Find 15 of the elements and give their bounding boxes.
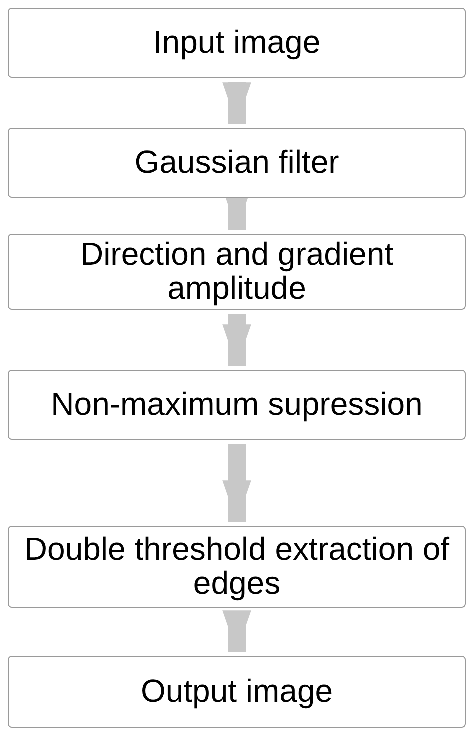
step-label: Direction and gradient amplitude: [79, 238, 395, 306]
process-box: [8, 234, 466, 310]
process-box: [8, 526, 466, 608]
step-label: Input image: [152, 26, 322, 60]
process-box: [8, 8, 466, 78]
step-label: Non-maximum supression: [50, 388, 424, 422]
process-box: [8, 370, 466, 440]
step-label: Output image: [140, 675, 334, 709]
arrow: [222, 444, 252, 522]
process-box: [8, 656, 466, 728]
step-label: Gaussian filter: [134, 146, 340, 180]
process-box: [8, 128, 466, 198]
step-label: Double threshold extraction of edges: [23, 533, 451, 601]
arrow: [222, 82, 252, 124]
arrow: [222, 314, 252, 366]
